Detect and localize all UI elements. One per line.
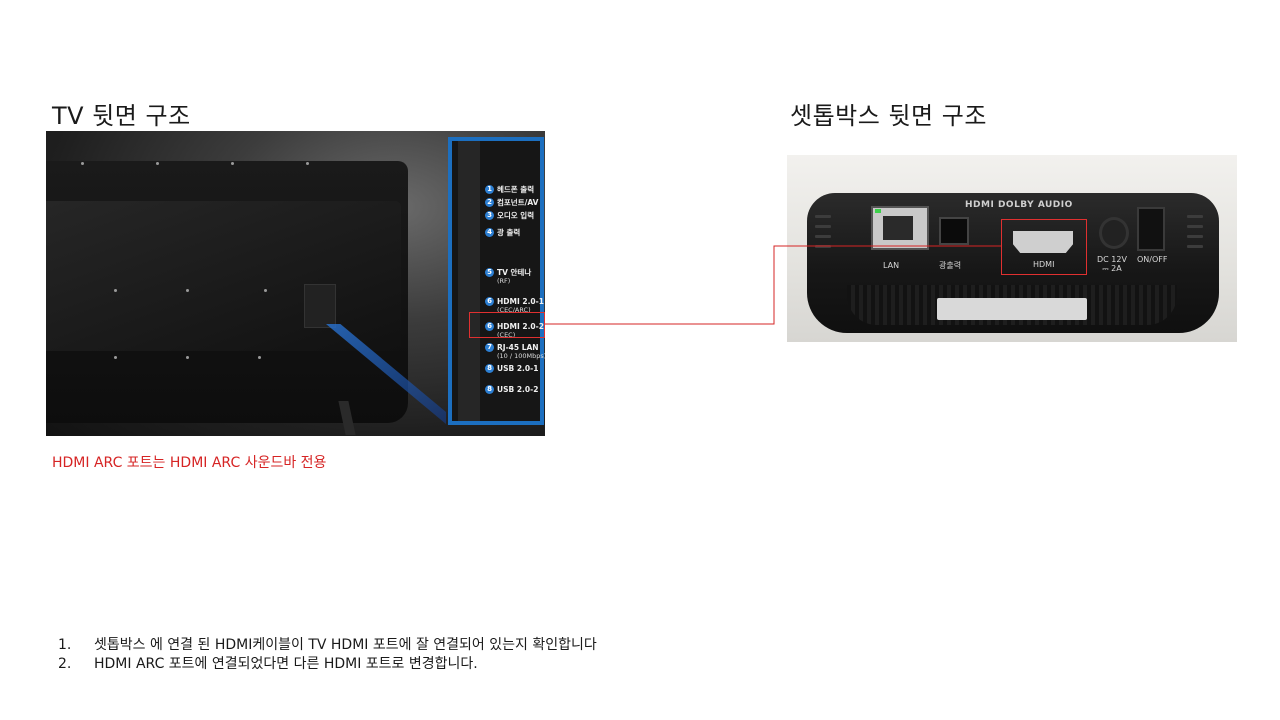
settop-hdmi-highlight-box [1001, 219, 1087, 275]
port-component-av: 2 컴포넌트/AV [485, 198, 538, 207]
tv-back-title: TV 뒷면 구조 [52, 102, 191, 130]
port-number-badge: 6 [485, 322, 494, 331]
port-sub-label: (CEC/ARC) [497, 306, 531, 314]
instruction-item: 1. 셋톱박스 에 연결 된 HDMI케이블이 TV HDMI 포트에 잘 연결… [58, 636, 597, 655]
side-vent [1187, 215, 1203, 218]
screw [114, 356, 117, 359]
power-label: ON/OFF [1137, 255, 1168, 264]
port-audio-in: 3 오디오 입력 [485, 211, 534, 220]
hdmi-dolby-logo: HDMI DOLBY AUDIO [965, 200, 1073, 210]
dc-port [1099, 217, 1129, 249]
port-sub-label: (RF) [497, 277, 511, 285]
screw [306, 162, 309, 165]
port-optical-out: 4 광 출력 [485, 228, 520, 237]
hdmi-port [1013, 231, 1073, 253]
port-label: 오디오 입력 [497, 211, 535, 220]
port-hdmi-1-arc: 6 HDMI 2.0-1(CEC/ARC) [485, 297, 544, 315]
port-headphone: 1 헤드폰 출력 [485, 185, 534, 194]
port-hdmi-2: 6 HDMI 2.0-2(CEC) [485, 322, 544, 340]
hdmi-label: HDMI [1033, 260, 1055, 269]
tv-port-cover [304, 284, 336, 328]
port-label: USB 2.0-2 [497, 385, 539, 394]
port-label: RJ-45 LAN [497, 343, 539, 352]
screw [231, 162, 234, 165]
settop-back-title: 셋톱박스 뒷면 구조 [790, 102, 987, 130]
dc-voltage-label: DC 12V [1097, 255, 1127, 264]
port-label: 광 출력 [497, 228, 521, 237]
dc-current-label: ⎓ 2A [1102, 264, 1122, 273]
side-vent [1187, 235, 1203, 238]
port-number-badge: 8 [485, 385, 494, 394]
port-number-badge: 2 [485, 198, 494, 207]
side-vent [815, 235, 831, 238]
tv-back-photo: 1 헤드폰 출력 2 컴포넌트/AV 3 오디오 입력 4 광 출력 5 TV … [46, 131, 545, 436]
port-sub-label: (CEC) [497, 331, 516, 339]
port-number-badge: 8 [485, 364, 494, 373]
port-panel-strip [458, 141, 480, 421]
lan-led [875, 209, 881, 213]
port-usb-1: 8 USB 2.0-1 [485, 364, 538, 373]
port-label: TV 안테나 [497, 268, 532, 277]
port-antenna: 5 TV 안테나(RF) [485, 268, 531, 286]
screw [114, 289, 117, 292]
port-sub-label: (10 / 100Mbps) [497, 352, 545, 360]
settop-back-photo: HDMI DOLBY AUDIO LAN 광출력 HDMI DC 12V ⎓ 2… [787, 155, 1237, 342]
port-number-badge: 6 [485, 297, 494, 306]
screw [156, 162, 159, 165]
optical-port [939, 217, 969, 245]
port-lan: 7 RJ-45 LAN(10 / 100Mbps) [485, 343, 545, 361]
screw [81, 162, 84, 165]
side-vent [815, 215, 831, 218]
port-number-badge: 3 [485, 211, 494, 220]
screw [258, 356, 261, 359]
lan-label: LAN [883, 261, 900, 270]
tv-port-panel: 1 헤드폰 출력 2 컴포넌트/AV 3 오디오 입력 4 광 출력 5 TV … [448, 137, 545, 425]
instruction-item: 2. HDMI ARC 포트에 연결되었다면 다른 HDMI 포트로 변경합니다… [58, 655, 597, 674]
port-number-badge: 1 [485, 185, 494, 194]
tv-hdmi-highlight-box [469, 312, 545, 338]
lan-port [871, 206, 929, 250]
port-number-badge: 5 [485, 268, 494, 277]
power-switch [1137, 207, 1165, 251]
port-number-badge: 7 [485, 343, 494, 352]
port-label: USB 2.0-1 [497, 364, 539, 373]
side-vent [1187, 245, 1203, 248]
hdmi-connector-path [545, 245, 1001, 325]
port-usb-2: 8 USB 2.0-2 [485, 385, 538, 394]
instruction-text: 셋톱박스 에 연결 된 HDMI케이블이 TV HDMI 포트에 잘 연결되어 … [94, 637, 597, 653]
optical-label: 광출력 [939, 261, 962, 270]
port-label: 컴포넌트/AV [497, 198, 539, 207]
screw [264, 289, 267, 292]
port-number-badge: 4 [485, 228, 494, 237]
port-label: HDMI 2.0-2 [497, 322, 544, 331]
port-label: 헤드폰 출력 [497, 185, 535, 194]
instruction-index: 1. [58, 637, 72, 653]
screw [186, 289, 189, 292]
side-vent [1187, 225, 1203, 228]
arc-warning-note: HDMI ARC 포트는 HDMI ARC 사운드바 전용 [52, 455, 327, 471]
instruction-index: 2. [58, 656, 72, 672]
tv-body [46, 161, 408, 423]
screw [186, 356, 189, 359]
instruction-list: 1. 셋톱박스 에 연결 된 HDMI케이블이 TV HDMI 포트에 잘 연결… [58, 636, 597, 674]
settop-sticker [937, 298, 1087, 320]
port-label: HDMI 2.0-1 [497, 297, 544, 306]
dc-label: DC 12V ⎓ 2A [1097, 255, 1127, 273]
instruction-text: HDMI ARC 포트에 연결되었다면 다른 HDMI 포트로 변경합니다. [94, 656, 478, 672]
side-vent [815, 225, 831, 228]
